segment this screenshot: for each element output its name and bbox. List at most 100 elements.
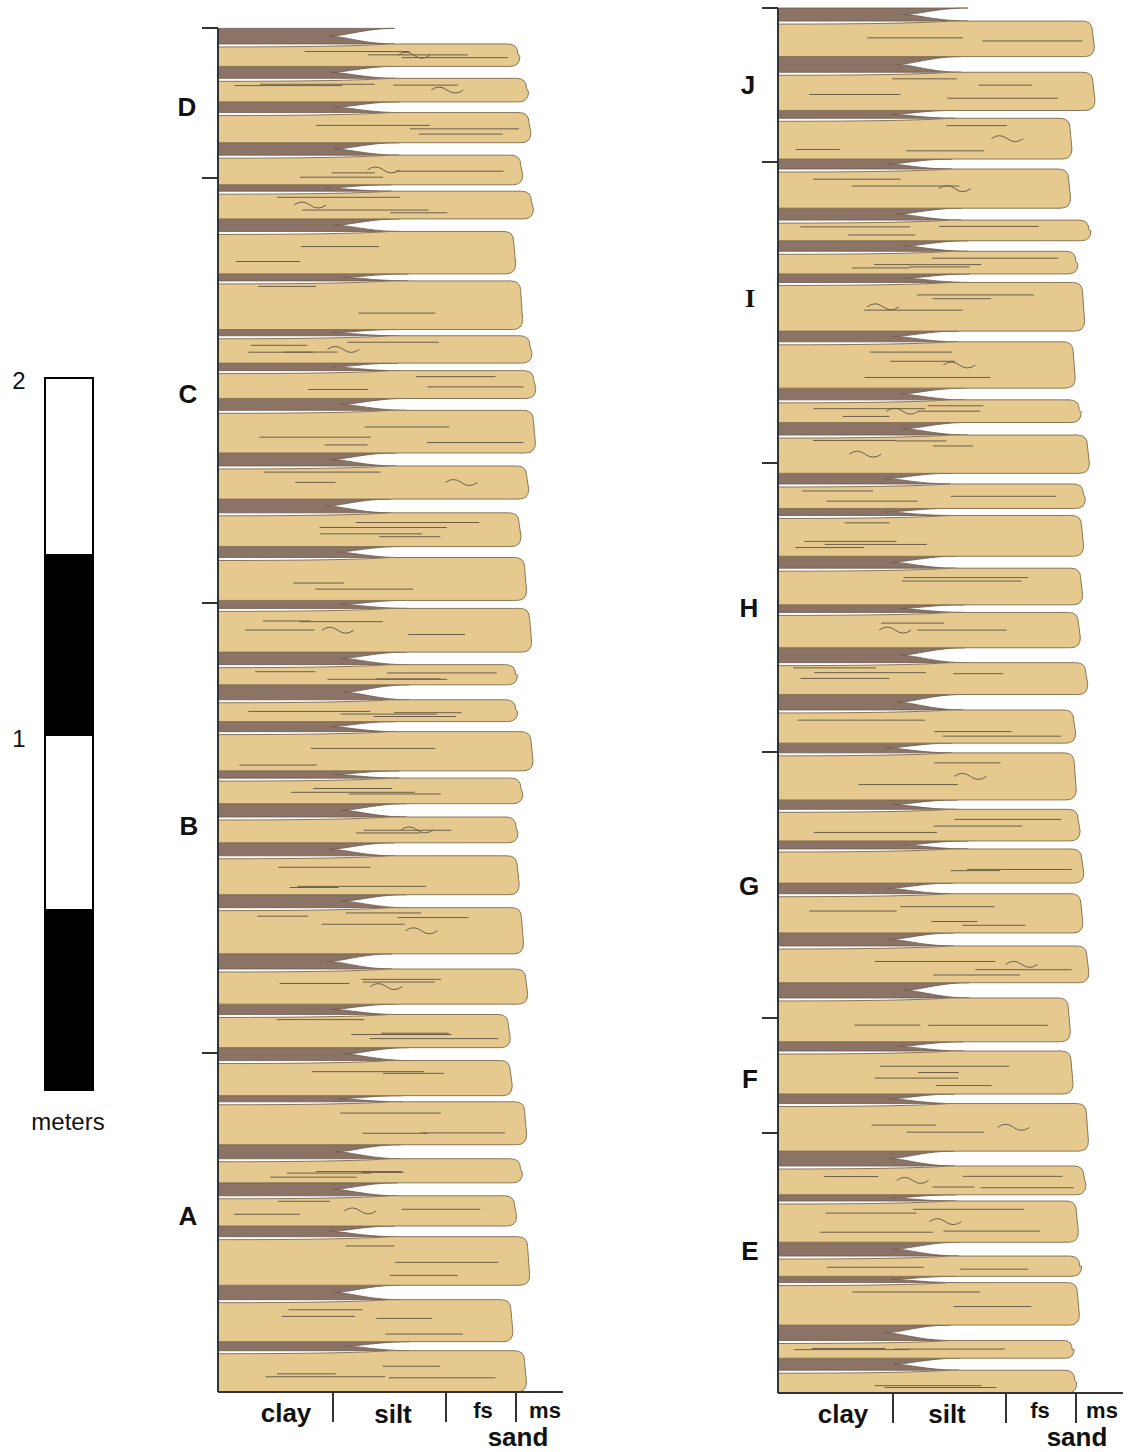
unit-letter: H <box>740 595 759 621</box>
grain-tick <box>1075 1393 1077 1423</box>
sand-bed <box>778 946 1089 983</box>
ripple-mark <box>887 408 919 414</box>
sand-bed <box>218 231 516 273</box>
sand-bed <box>778 849 1084 883</box>
unit-letter: I <box>745 286 755 312</box>
lamination <box>387 672 497 673</box>
lamination <box>892 78 957 79</box>
lamination <box>408 634 465 635</box>
lamination <box>934 731 1011 732</box>
grain-size-label: fs <box>473 1400 493 1422</box>
lamination <box>963 1176 1063 1177</box>
unit-tick <box>762 1132 778 1134</box>
lamination <box>809 94 900 95</box>
clay-layer <box>218 1004 396 1014</box>
clay-layer <box>218 1096 403 1102</box>
unit-letter: G <box>739 873 759 899</box>
lamination <box>904 577 1028 578</box>
lamination <box>277 1373 336 1374</box>
clay-layer <box>218 954 393 969</box>
grain-axis <box>218 1391 563 1393</box>
lamination <box>931 921 977 922</box>
lamination <box>951 870 1001 871</box>
lamination <box>290 887 339 888</box>
sand-bed <box>778 1201 1078 1242</box>
lamination <box>814 832 937 833</box>
sand-bed <box>778 1051 1073 1094</box>
lamination <box>951 496 1056 497</box>
lamination <box>796 149 840 150</box>
sand-bed <box>218 113 531 143</box>
grain-tick <box>892 1393 894 1423</box>
unit-tick <box>202 177 218 179</box>
unit-tick <box>202 27 218 29</box>
lamination <box>848 234 915 235</box>
clay-layer <box>218 1048 409 1061</box>
sand-bed <box>778 612 1080 647</box>
lamination <box>346 1245 394 1246</box>
lamination <box>875 1078 958 1079</box>
lamination <box>895 440 946 441</box>
sand-bed <box>218 44 520 66</box>
clay-layer <box>218 499 391 513</box>
grain-tick <box>445 1392 447 1422</box>
lamination <box>852 1292 980 1293</box>
clay-layer <box>218 1285 399 1299</box>
sand-bed <box>778 282 1085 331</box>
lamination <box>278 867 370 868</box>
clay-layer <box>218 185 392 191</box>
clay-layer <box>218 102 400 113</box>
clay-layer <box>778 841 968 849</box>
lamination <box>859 784 958 785</box>
lamination <box>934 826 1023 827</box>
lamination <box>947 98 1058 99</box>
sand-bed <box>778 1256 1082 1276</box>
ripple-mark <box>991 136 1023 142</box>
lamination <box>894 1349 1005 1350</box>
lamination <box>845 522 890 523</box>
lamination <box>967 869 1072 870</box>
lamination <box>385 1334 463 1335</box>
lamination <box>395 171 503 172</box>
lamination <box>340 1113 441 1114</box>
lamination <box>928 405 983 406</box>
sand-bed <box>778 342 1075 388</box>
lamination <box>365 426 450 427</box>
lamination <box>852 267 910 268</box>
lamination <box>305 51 410 52</box>
sand-bed <box>778 998 1070 1042</box>
lamination <box>383 1073 444 1074</box>
lamination <box>875 1385 982 1386</box>
sand-bed <box>778 400 1081 423</box>
lamination <box>936 1085 992 1086</box>
clay-layer <box>218 66 396 78</box>
lamination <box>277 197 400 198</box>
lamination <box>902 581 1022 582</box>
sand-bed <box>218 608 532 652</box>
lamination <box>421 1132 505 1133</box>
lamination <box>917 294 1034 295</box>
grain-tick <box>332 1392 334 1422</box>
unit-tick <box>762 462 778 464</box>
lamination <box>368 54 468 55</box>
sand-bed <box>218 665 517 685</box>
sand-bed <box>778 1104 1088 1152</box>
clay-layer <box>218 1183 398 1196</box>
sand-bed <box>778 1370 1077 1393</box>
clay-layer <box>218 895 407 908</box>
ripple-mark <box>939 186 971 192</box>
ripple-mark <box>943 362 975 368</box>
lamination <box>293 583 344 584</box>
lamination <box>979 85 1032 86</box>
clay-layer <box>778 1151 954 1166</box>
lamination <box>854 1025 920 1026</box>
lamination <box>356 522 480 523</box>
grain-size-label: sand <box>1047 1424 1108 1450</box>
ripple-mark <box>867 304 899 310</box>
unit-tick <box>202 602 218 604</box>
lamination <box>875 961 995 962</box>
lamination <box>802 490 873 491</box>
sand-bed <box>778 1166 1086 1195</box>
clay-layer <box>218 330 398 336</box>
lamination <box>917 630 1006 631</box>
